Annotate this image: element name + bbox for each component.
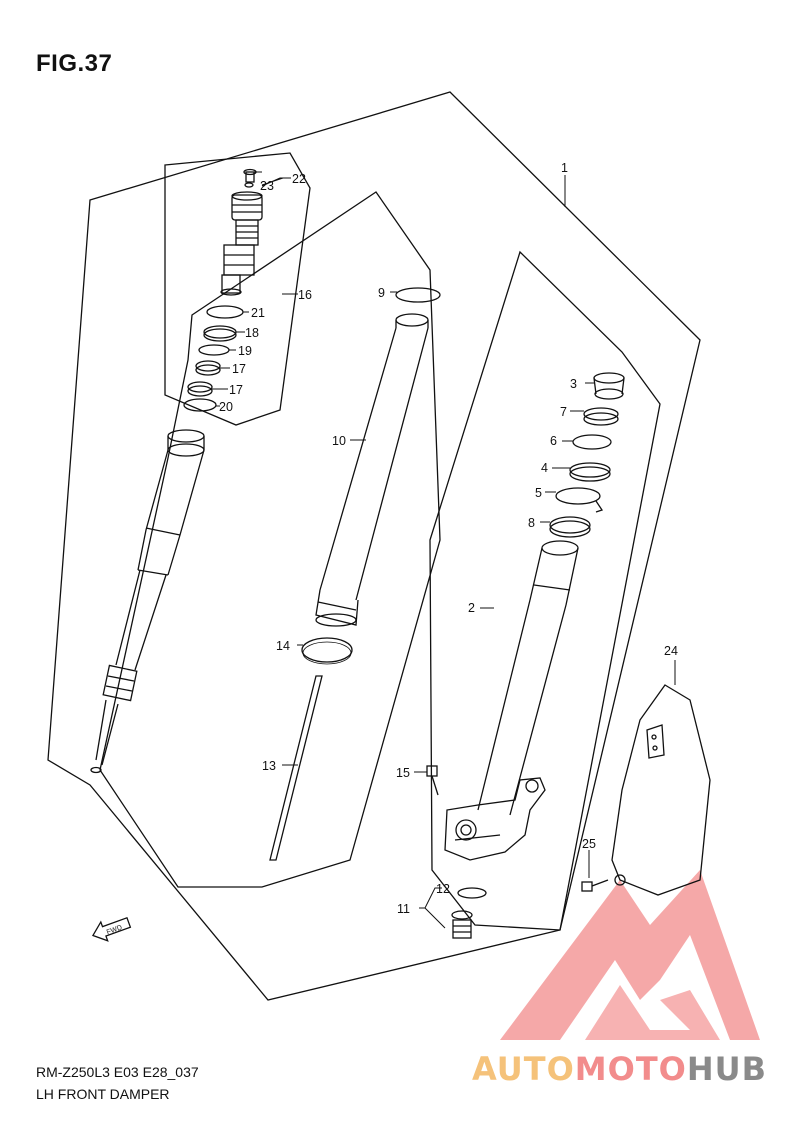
callout-17a: 17 — [232, 362, 246, 376]
fwd-arrow-icon: FWD — [92, 916, 132, 942]
callout-19: 19 — [238, 344, 252, 358]
callout-4: 4 — [541, 461, 548, 475]
inner-tube-outline — [99, 191, 441, 888]
callout-13: 13 — [262, 759, 276, 773]
callout-10: 10 — [332, 434, 346, 448]
figure-code: RM-Z250L3 E03 E28_037 — [36, 1064, 199, 1080]
outer-tube — [477, 540, 579, 816]
callout-7: 7 — [560, 405, 567, 419]
o-ring-14 — [301, 637, 353, 663]
callout-8: 8 — [528, 516, 535, 530]
cartridge-parts — [220, 168, 263, 296]
assembly-outline-1 — [47, 91, 701, 1001]
callout-15: 15 — [396, 766, 410, 780]
inner-tube — [315, 287, 441, 627]
callout-3: 3 — [570, 377, 577, 391]
callout-16: 16 — [298, 288, 312, 302]
callout-20: 20 — [219, 400, 233, 414]
callout-24: 24 — [664, 644, 678, 658]
damper-rod — [90, 429, 205, 774]
watermark-logo-mark — [500, 870, 760, 1040]
watermark-part-1: AUTO — [472, 1050, 575, 1088]
cartridge-outline-16 — [164, 152, 311, 426]
callout-6: 6 — [550, 434, 557, 448]
watermark-text: AUTOMOTOHUB — [472, 1050, 767, 1088]
callout-23: 23 — [260, 179, 274, 193]
callout-labels: 1 2 3 4 5 6 7 8 9 10 11 12 13 14 15 16 1… — [219, 161, 678, 916]
callout-1: 1 — [561, 161, 568, 175]
callout-25: 25 — [582, 837, 596, 851]
watermark-part-3: HUB — [686, 1050, 768, 1088]
callout-12: 12 — [436, 882, 450, 896]
callout-17b: 17 — [229, 383, 243, 397]
figure-name: LH FRONT DAMPER — [36, 1086, 170, 1102]
leader-lines — [212, 171, 676, 929]
callout-5: 5 — [535, 486, 542, 500]
outer-bushings — [549, 372, 625, 538]
watermark-part-2: MOTO — [574, 1050, 687, 1088]
bolt-25 — [581, 879, 609, 892]
callout-2: 2 — [468, 601, 475, 615]
callout-14: 14 — [276, 639, 290, 653]
callout-18: 18 — [245, 326, 259, 340]
rod-13 — [269, 675, 323, 861]
bolt-15 — [426, 765, 439, 796]
callout-9: 9 — [378, 286, 385, 300]
outer-tube-outline — [429, 250, 661, 931]
axle-bracket — [444, 777, 546, 861]
callout-21: 21 — [251, 306, 265, 320]
drain-bolt — [451, 887, 487, 939]
figure-title: FIG.37 — [36, 50, 113, 77]
callout-11: 11 — [397, 902, 410, 916]
fork-guard — [611, 684, 711, 896]
callout-22: 22 — [292, 172, 306, 186]
